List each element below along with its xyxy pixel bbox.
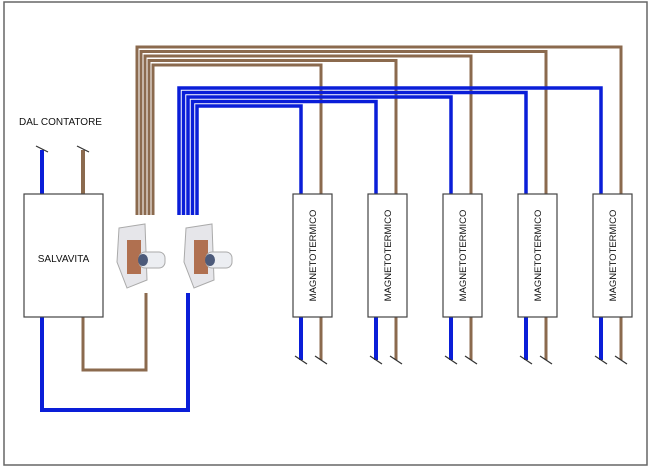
breakers: MAGNETOTERMICO MAGNETOTERMICO MAGNETOTERMI… [292, 193, 633, 365]
salvavita-phase-out [81, 293, 148, 372]
breaker-label: MAGNETOTERMICO [383, 210, 394, 302]
wire-end-tick [35, 145, 49, 153]
phase-wire [139, 50, 548, 215]
source-label: DAL CONTATORE [19, 117, 102, 128]
wire-end-tick [314, 355, 328, 365]
breaker-2: MAGNETOTERMICO [367, 193, 408, 365]
wire-end-tick [519, 355, 533, 365]
phase-wire [143, 54, 473, 215]
breaker-box [442, 193, 483, 318]
wire-end-tick [369, 355, 383, 365]
phase-wire [151, 63, 323, 215]
neutral-wire [181, 90, 528, 215]
wire-end-tick [614, 355, 628, 365]
neutral-wire [177, 86, 603, 215]
breaker-label: MAGNETOTERMICO [608, 210, 619, 302]
wire-end-tick [444, 355, 458, 365]
salvavita-box [23, 193, 104, 318]
phase-wire [147, 59, 398, 215]
wire-end-tick [76, 145, 90, 153]
breaker-box [592, 193, 633, 318]
neutral-wire [186, 95, 453, 215]
distribution-block-neutral [183, 223, 233, 289]
salvavita-label: SALVAVITA [38, 254, 90, 265]
wire-end-tick [389, 355, 403, 365]
frame [3, 1, 648, 466]
neutral-bus [177, 86, 603, 215]
salvavita-neutral-out [40, 293, 190, 412]
distribution-block-phase [116, 223, 166, 289]
wire-end-tick [464, 355, 478, 365]
wire-end-tick [294, 355, 308, 365]
breaker-label: MAGNETOTERMICO [308, 210, 319, 302]
wire-end-tick [594, 355, 608, 365]
phase-bus [135, 45, 623, 215]
breaker-label: MAGNETOTERMICO [458, 210, 469, 302]
breaker-box [367, 193, 408, 318]
breaker-4: MAGNETOTERMICO [517, 193, 558, 365]
breaker-3: MAGNETOTERMICO [442, 193, 483, 365]
breaker-box [292, 193, 333, 318]
neutral-wire [195, 104, 303, 215]
neutral-wire [190, 99, 378, 215]
breaker-1: MAGNETOTERMICO [292, 193, 333, 365]
breaker-box [517, 193, 558, 318]
wire-end-tick [539, 355, 553, 365]
breaker-label: MAGNETOTERMICO [533, 210, 544, 302]
phase-wire [135, 45, 623, 215]
breaker-5: MAGNETOTERMICO [592, 193, 633, 365]
